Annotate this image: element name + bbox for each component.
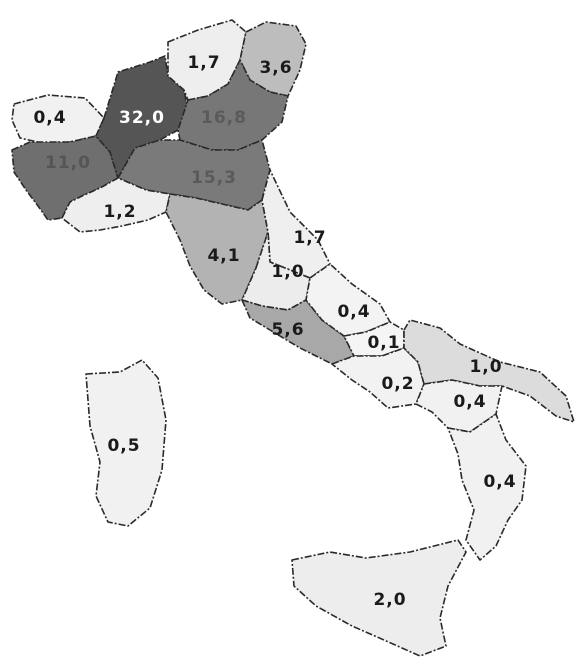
label-valle-d-aosta: 0,4 [33, 108, 66, 128]
label-abruzzo: 0,4 [337, 302, 370, 322]
label-puglia: 1,0 [469, 357, 502, 377]
region-veneto[interactable] [177, 59, 289, 151]
label-friuli-venezia-giulia: 3,6 [259, 58, 292, 78]
label-molise: 0,1 [367, 333, 400, 353]
region-sardegna[interactable] [85, 359, 167, 527]
label-basilicata: 0,4 [453, 392, 486, 412]
label-umbria: 1,0 [271, 262, 304, 282]
label-liguria: 1,2 [103, 202, 136, 222]
region-sicilia[interactable] [291, 539, 467, 657]
label-lombardia: 32,0 [119, 108, 165, 128]
region-friuli-venezia-giulia[interactable] [239, 21, 307, 97]
region-molise[interactable] [343, 321, 405, 357]
label-toscana: 4,1 [207, 246, 240, 266]
label-lazio: 5,6 [271, 320, 304, 340]
label-veneto: 16,8 [201, 108, 247, 128]
region-puglia[interactable] [403, 319, 575, 423]
label-calabria: 0,4 [483, 472, 516, 492]
region-calabria[interactable] [447, 413, 527, 561]
label-trentino-alto-adige: 1,7 [187, 53, 220, 73]
label-sardegna: 0,5 [107, 436, 140, 456]
label-emilia-romagna: 15,3 [191, 168, 237, 188]
label-piemonte: 11,0 [45, 153, 91, 173]
label-campania: 0,2 [381, 374, 414, 394]
label-marche: 1,7 [293, 228, 326, 248]
label-sicilia: 2,0 [373, 590, 406, 610]
region-trentino-alto-adige[interactable] [167, 19, 247, 101]
